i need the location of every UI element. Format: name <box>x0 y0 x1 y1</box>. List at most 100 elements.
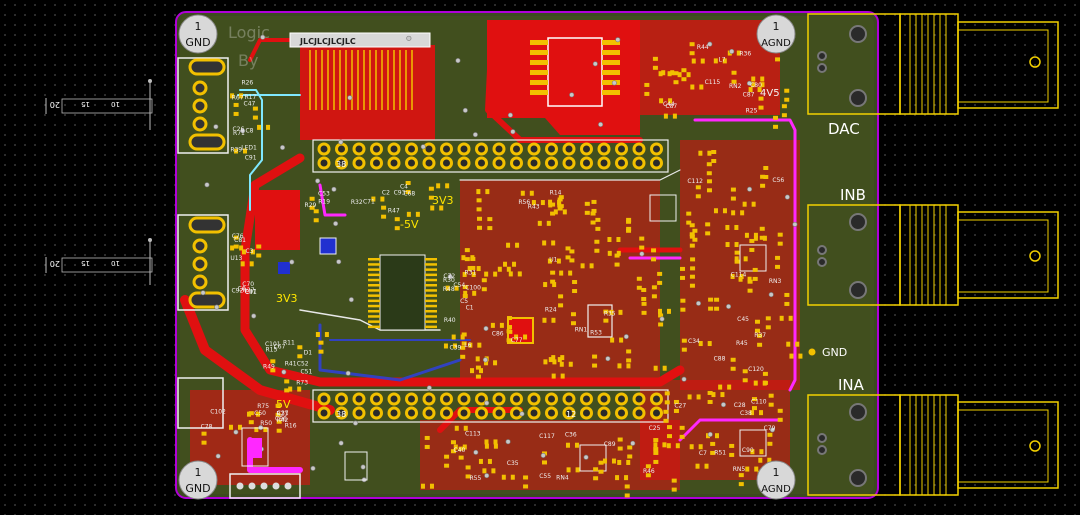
ref-designator: C67 <box>274 343 286 350</box>
ref-designator: R43 <box>528 204 540 211</box>
ref-designator: C44 <box>663 101 675 108</box>
ref-designator: C34 <box>688 338 700 345</box>
ref-designator: C100 <box>465 284 481 291</box>
side-marker-10: 10 <box>111 100 120 108</box>
smd-pads <box>201 42 803 498</box>
label-4v5: 4V5 <box>760 88 780 99</box>
header-label: 38 <box>336 160 346 169</box>
ref-designator: C40 <box>453 447 465 454</box>
ref-designator: R67 <box>232 94 244 101</box>
ref-designator: C36 <box>565 431 577 438</box>
ic-regulator <box>278 237 337 274</box>
ref-designator: C51 <box>300 369 312 376</box>
svg-text:1: 1 <box>195 20 202 33</box>
ref-designator: C76 <box>232 233 244 240</box>
svg-text:1: 1 <box>773 466 780 479</box>
ref-designator: R75 <box>257 403 269 410</box>
ref-designator: U1 <box>549 256 557 263</box>
ref-designator: C88 <box>714 355 726 362</box>
connector-label-gnd: GND <box>822 346 847 359</box>
ref-designator: R23 <box>276 410 288 417</box>
side-marker-15: 15 <box>81 259 90 267</box>
reference-designators: C86C87C88C89C90C91C92C93R40R41R42R43R44R… <box>201 44 785 482</box>
ref-designator: C80 <box>750 82 762 89</box>
ref-designator: C6 <box>238 285 246 292</box>
ic-central-adc <box>368 254 437 331</box>
ref-designator: RN1 <box>575 326 588 333</box>
connector-label-ina: INA <box>838 376 865 394</box>
ref-designator: C112 <box>687 178 703 185</box>
ref-designator: C52 <box>297 360 309 367</box>
svg-text:1: 1 <box>773 20 780 33</box>
ref-designator: R32 <box>351 199 363 206</box>
label-3v3-top: 3V3 <box>432 194 454 207</box>
ref-designator: C41 <box>245 289 257 296</box>
ref-designator: R42 <box>277 417 289 424</box>
ref-designator: C4 <box>400 183 408 190</box>
ref-designator: R45 <box>736 340 748 347</box>
ic-u-top <box>530 37 620 107</box>
ref-designator: C92 <box>231 287 243 294</box>
led1 <box>344 451 368 481</box>
ref-designator: C35 <box>507 460 519 467</box>
ref-designator: R39 <box>230 146 242 153</box>
ref-designator: R25 <box>746 107 758 114</box>
ref-designator: C55 <box>539 473 551 480</box>
ref-designator: C5 <box>460 298 468 305</box>
diode-d1 <box>241 427 269 467</box>
ref-designator: R55 <box>469 475 481 482</box>
ref-designator: C26 <box>232 126 244 133</box>
svg-text:AGND: AGND <box>761 38 791 49</box>
pin-header-bottom: 38 12 <box>312 389 669 423</box>
ref-designator: R56 <box>518 199 530 206</box>
ref-designator: R48 <box>443 286 455 293</box>
header-label: 12 <box>566 410 576 419</box>
power-connector <box>229 473 301 499</box>
ref-designator: R14 <box>550 190 562 197</box>
ref-designator: R30 <box>443 277 455 284</box>
faded-text-by: By <box>238 51 258 70</box>
ref-designator: C117 <box>539 433 555 440</box>
ref-designator: LED1 <box>241 144 257 151</box>
label-5v: 5V <box>276 398 291 411</box>
ref-designator: C68 <box>403 190 415 197</box>
ref-designator: R53 <box>590 329 602 336</box>
side-marker-10: 10 <box>111 259 120 267</box>
ref-designator: R17 <box>245 94 257 101</box>
ref-designator: R44 <box>697 44 709 51</box>
ref-designator: RN4 <box>556 475 569 482</box>
ref-designator: C110 <box>751 398 767 405</box>
vias <box>200 31 798 483</box>
ref-designator: R16 <box>285 423 297 430</box>
ref-designator: R49 <box>263 363 275 370</box>
jlc-tag: JLCJLCJLCJLC <box>299 37 356 46</box>
side-marker-15: 15 <box>81 100 90 108</box>
ref-designator: C2 <box>382 190 390 197</box>
ref-designator: C1 <box>466 305 474 312</box>
ref-designator: C90 <box>742 447 754 454</box>
ref-designator: C79 <box>764 425 776 432</box>
ref-designator: C78 <box>201 423 213 430</box>
ref-designator: C86 <box>492 330 504 337</box>
ref-designator: C102 <box>210 409 226 416</box>
ref-designator: R29 <box>305 202 317 209</box>
ref-designator: R73 <box>296 380 308 387</box>
ref-designator: R46 <box>643 468 655 475</box>
ref-designator: C114 <box>731 271 747 278</box>
ref-designator: C57 <box>245 288 257 295</box>
ref-designator: R40 <box>444 317 456 324</box>
ref-designator: C70 <box>242 281 254 288</box>
left-connector-lower <box>177 377 224 429</box>
ref-designator: R19 <box>318 199 330 206</box>
ref-designator: C37 <box>277 410 289 417</box>
label-neg-5v: -5V <box>400 218 419 231</box>
header-label: 38 <box>336 410 346 419</box>
mounting-hole-top-left: 1 GND <box>178 14 218 54</box>
ref-designator: C93 <box>394 190 406 197</box>
ref-designator: R11 <box>283 340 295 347</box>
ref-designator: R36 <box>739 51 751 58</box>
ref-designator: RN3 <box>769 278 782 285</box>
ref-designator: RN5 <box>733 466 746 473</box>
